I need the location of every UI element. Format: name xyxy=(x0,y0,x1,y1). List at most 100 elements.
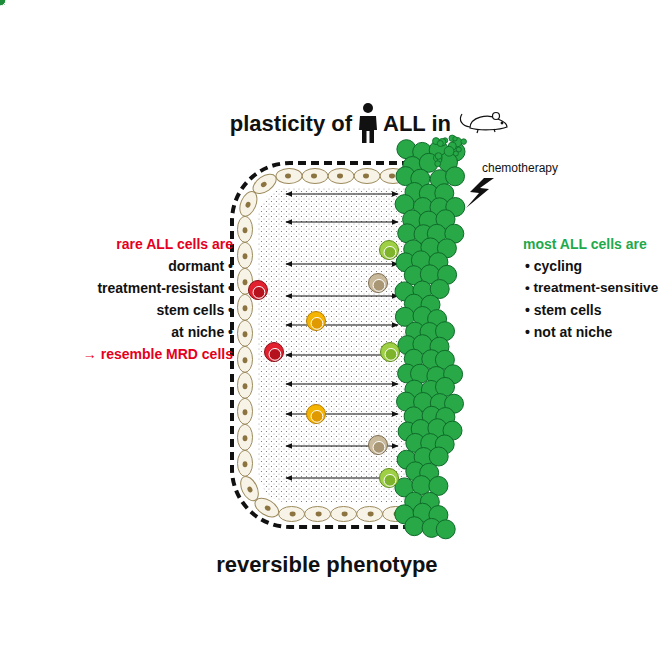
cell-body xyxy=(249,281,268,300)
leukemia-cell xyxy=(0,0,430,383)
cell-nucleus xyxy=(0,0,6,6)
leukemia-cell xyxy=(0,0,417,383)
cell-nucleus xyxy=(0,0,6,6)
leukemia-cell xyxy=(0,0,454,454)
stromal-cell-body xyxy=(238,450,253,476)
cell-body xyxy=(307,312,326,331)
cell-nucleus xyxy=(0,0,6,6)
text-slot: • treatment-sensitive xyxy=(525,280,658,296)
cell-nucleus xyxy=(0,0,6,6)
cell-nucleus xyxy=(0,0,6,6)
stromal-cell xyxy=(331,507,357,522)
transition-arrows xyxy=(286,194,398,478)
stromal-cell-nucleus xyxy=(264,505,272,512)
stromal-cell-body xyxy=(279,507,305,522)
leukemia-cell xyxy=(0,0,448,495)
stromal-cell-nucleus xyxy=(290,512,296,517)
cell-fragment xyxy=(444,146,454,156)
cell-nucleus xyxy=(0,0,6,6)
cell-nucleus xyxy=(0,0,6,6)
leukemia-cell xyxy=(0,0,417,441)
cell-nucleus xyxy=(0,0,6,6)
cell-nucleus xyxy=(0,0,6,6)
leukemia-cell xyxy=(0,0,432,216)
cell-nucleus xyxy=(0,0,6,6)
list-text: • cycling xyxy=(525,258,582,274)
leukemia-cell xyxy=(0,0,455,229)
cell-nucleus xyxy=(311,410,323,422)
leukemia-cell xyxy=(0,0,433,244)
stromal-cell-body xyxy=(238,372,253,398)
cell-nucleus xyxy=(0,0,6,6)
cell-fragment xyxy=(461,139,467,145)
leukemia-cell xyxy=(0,0,424,511)
leukemia-cell xyxy=(0,0,414,524)
stromal-cell-nucleus xyxy=(243,331,248,337)
leukemia-cell xyxy=(0,0,448,525)
text-slot: → resemble MRD cells xyxy=(83,346,233,362)
cell-nucleus xyxy=(0,0,6,6)
cell-nucleus xyxy=(0,0,6,6)
leukemia-cell xyxy=(369,436,388,455)
stromal-cell-body xyxy=(328,169,354,184)
stromal-cell xyxy=(354,169,380,184)
cell-nucleus xyxy=(0,0,6,6)
stromal-cell-body xyxy=(357,507,383,522)
cell-nucleus xyxy=(253,286,265,298)
leukemia-cell xyxy=(0,0,438,230)
cell-nucleus xyxy=(0,0,6,6)
cell-nucleus xyxy=(0,0,6,6)
leukemia-cell xyxy=(0,0,455,427)
stromal-cell-body xyxy=(354,169,380,184)
stromal-cell xyxy=(238,372,253,398)
leukemia-cell xyxy=(0,0,449,217)
stromal-cell-body xyxy=(238,294,253,320)
leukemia-cell xyxy=(0,0,423,259)
stromal-cell-body xyxy=(238,346,253,372)
leukemia-cell xyxy=(0,0,449,189)
leukemia-cell xyxy=(0,0,454,203)
double-arrow xyxy=(286,325,398,326)
stromal-cell xyxy=(357,507,383,522)
niche-stroma xyxy=(258,187,410,503)
stromal-cell-nucleus xyxy=(245,201,252,208)
stromal-cell xyxy=(238,294,253,320)
cell-nucleus xyxy=(0,0,6,6)
stromal-cell-body xyxy=(238,424,253,450)
leukemia-cell xyxy=(0,0,417,355)
double-arrow xyxy=(286,194,398,195)
cell-nucleus xyxy=(0,0,6,6)
leukemia-cell xyxy=(0,0,423,313)
leukemia-cell xyxy=(0,0,417,243)
cell-body xyxy=(369,436,388,455)
stromal-cell xyxy=(302,169,328,184)
leukemia-cell xyxy=(0,0,455,396)
leukemia-cell xyxy=(0,0,415,272)
cell-nucleus xyxy=(0,0,6,6)
text-slot: • not at niche xyxy=(525,324,612,340)
leukemia-cell xyxy=(0,0,439,482)
stromal-cell xyxy=(305,507,331,522)
leukemia-cell xyxy=(0,0,448,466)
leukemia-cell xyxy=(0,0,414,497)
leukemia-cell xyxy=(0,0,424,399)
list-text: dormant • xyxy=(168,258,233,274)
text-slot: at niche • xyxy=(171,324,233,340)
cell-body xyxy=(380,241,399,260)
list-text: • stem cells xyxy=(525,302,602,318)
stromal-cell-nucleus xyxy=(243,435,248,441)
leukemia-cell xyxy=(0,0,438,172)
leukemia-cluster xyxy=(0,0,467,539)
cell-nucleus xyxy=(0,0,6,6)
cell-nucleus xyxy=(0,0,6,6)
cell-nucleus xyxy=(0,0,6,6)
human-icon xyxy=(359,103,377,143)
leukemia-cell xyxy=(0,0,441,369)
leukemia-cell xyxy=(0,0,424,536)
cell-nucleus xyxy=(0,0,6,6)
cell-nucleus xyxy=(0,0,6,6)
leukemia-cell xyxy=(0,0,432,326)
double-arrow xyxy=(286,296,398,297)
stromal-cell-body xyxy=(252,494,282,520)
stromal-cell-nucleus xyxy=(243,409,248,415)
